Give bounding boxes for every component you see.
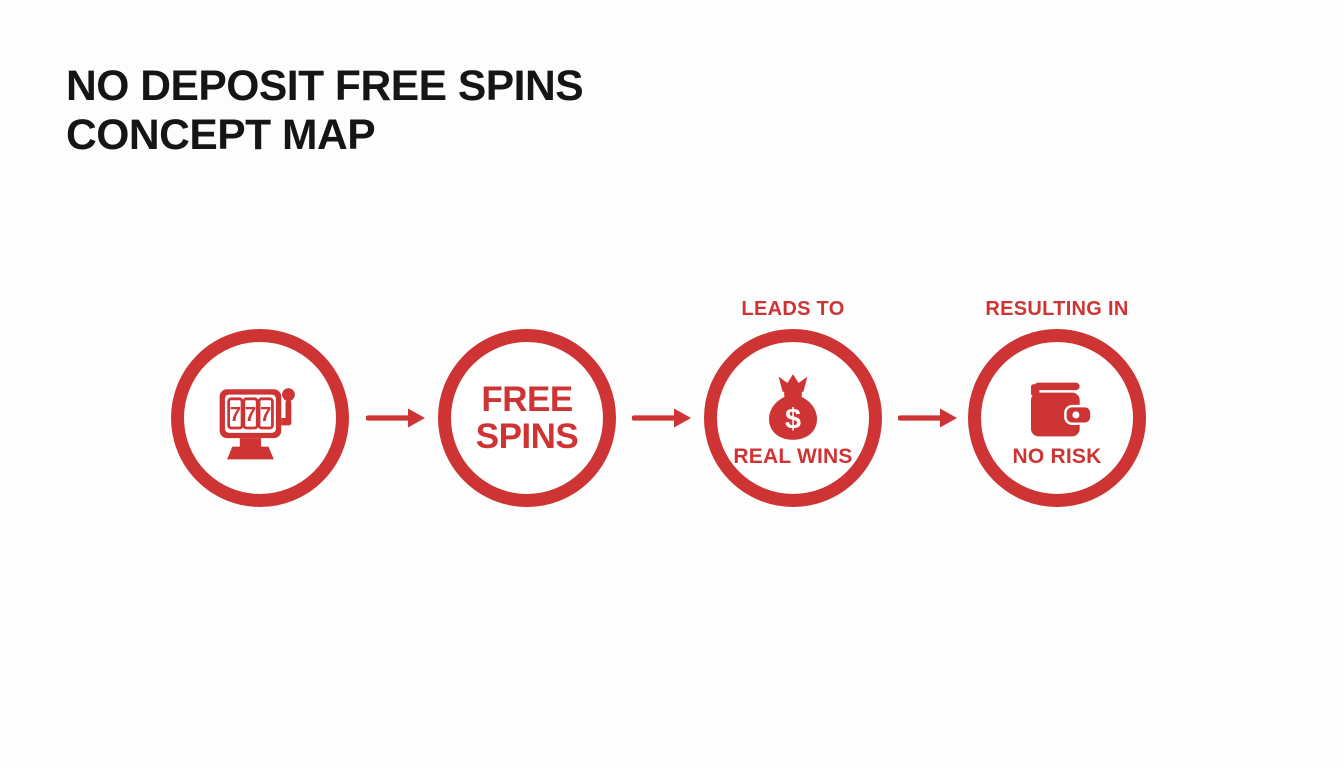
node-no-risk: NO RISK bbox=[968, 329, 1146, 507]
page-title-line1: NO DEPOSIT FREE SPINS bbox=[66, 62, 584, 110]
wallet-icon bbox=[1030, 382, 1093, 437]
node-no-risk-top-label: RESULTING IN bbox=[985, 298, 1129, 320]
node-slot-machine: 7 7 7 bbox=[171, 329, 349, 507]
arrow-icon bbox=[898, 408, 957, 428]
node-real-wins-label: REAL WINS bbox=[733, 445, 853, 468]
free-spins-line1: FREE bbox=[481, 379, 573, 419]
slot-machine-icon: 7 7 7 bbox=[219, 388, 295, 460]
reel-digit: 7 bbox=[245, 404, 256, 426]
reel-digit: 7 bbox=[230, 404, 241, 426]
dollar-symbol: $ bbox=[785, 404, 801, 436]
node-real-wins-top-label: LEADS TO bbox=[741, 298, 845, 320]
arrow-icon bbox=[366, 408, 425, 428]
page-title-line2: CONCEPT MAP bbox=[66, 110, 376, 159]
node-real-wins: $ REAL WINS bbox=[704, 329, 882, 507]
money-bag-icon: $ bbox=[769, 374, 817, 440]
free-spins-line2: SPINS bbox=[475, 417, 579, 456]
reel-digit: 7 bbox=[260, 404, 271, 426]
arrow-icon bbox=[632, 408, 691, 428]
node-no-risk-label: NO RISK bbox=[1012, 445, 1102, 468]
